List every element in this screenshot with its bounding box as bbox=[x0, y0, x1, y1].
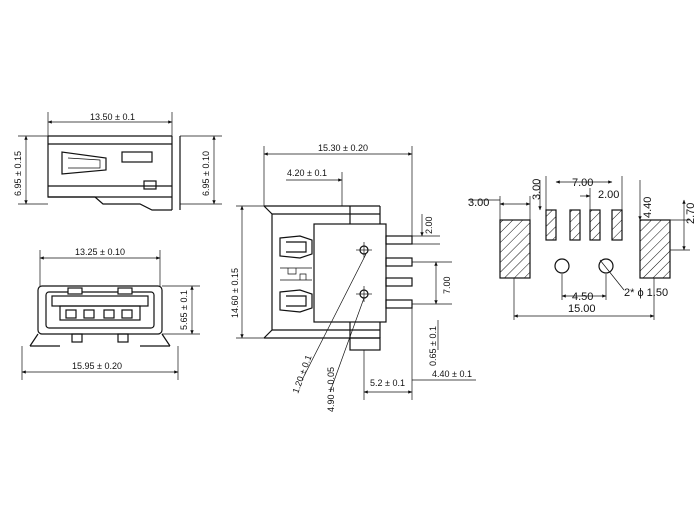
footprint-pin-3 bbox=[589, 209, 601, 241]
front-height-label: 5.65 ± 0.1 bbox=[179, 290, 189, 330]
side-height-right-label: 6.95 ± 0.10 bbox=[201, 151, 211, 196]
footprint-pitch-outer-label: 7.00 bbox=[572, 177, 593, 189]
side-width-label: 13.50 ± 0.1 bbox=[90, 112, 135, 122]
footprint-pad-left bbox=[499, 219, 531, 279]
side-view: 13.50 ± 0.1 6.95 ± 0.15 6.95 ± 0.10 bbox=[13, 112, 222, 211]
top-overall-width-label: 15.30 ± 0.20 bbox=[318, 143, 368, 153]
footprint-pitch-inner-label: 2.00 bbox=[598, 189, 619, 201]
front-view: 13.25 ± 0.10 5.65 ± 0.1 15.95 ± 0.20 bbox=[21, 247, 200, 380]
footprint-pad-length-label: 4.40 bbox=[642, 197, 654, 218]
front-overall-width-label: 15.95 ± 0.20 bbox=[72, 361, 122, 371]
top-overall-height-label: 14.60 ± 0.15 bbox=[230, 268, 240, 318]
side-height-left-label: 6.95 ± 0.15 bbox=[13, 151, 23, 196]
footprint-pad-offset-label: 2.70 bbox=[685, 203, 697, 224]
footprint-pin-2 bbox=[569, 209, 581, 241]
footprint-pad-width-label: 3.00 bbox=[468, 197, 489, 209]
footprint-total-width-label: 15.00 bbox=[568, 303, 596, 315]
top-tail-length-label: 5.2 ± 0.1 bbox=[370, 378, 405, 388]
footprint-hole-spacing-label: 4.50 bbox=[572, 291, 593, 303]
top-pin-pitch-label: 7.00 bbox=[442, 276, 452, 294]
top-view: 15.30 ± 0.20 4.20 ± 0.1 bbox=[230, 143, 476, 412]
footprint-view: 3.00 3.00 7.00 2.00 4.40 2.70 4.50 2* ϕ … bbox=[468, 176, 697, 320]
footprint-pin-4 bbox=[611, 209, 623, 241]
top-post-offset-label: 4.90 ± 0.05 bbox=[326, 367, 336, 412]
footprint-pad-height-label: 3.00 bbox=[531, 179, 543, 200]
footprint-pin-1 bbox=[545, 209, 557, 241]
footprint-holes-label: 2* ϕ 1.50 bbox=[624, 287, 668, 299]
top-pin-offset-label: 2.00 bbox=[424, 216, 434, 234]
top-post-dia-label: 1.20 ± 0.1 bbox=[290, 354, 313, 395]
front-opening-width-label: 13.25 ± 0.10 bbox=[75, 247, 125, 257]
top-shell-offset-label: 4.20 ± 0.1 bbox=[287, 168, 327, 178]
top-pin-thickness-label: 0.65 ± 0.1 bbox=[428, 326, 438, 366]
footprint-pad-right bbox=[639, 219, 671, 279]
top-tail-span-label: 4.40 ± 0.1 bbox=[432, 369, 472, 379]
